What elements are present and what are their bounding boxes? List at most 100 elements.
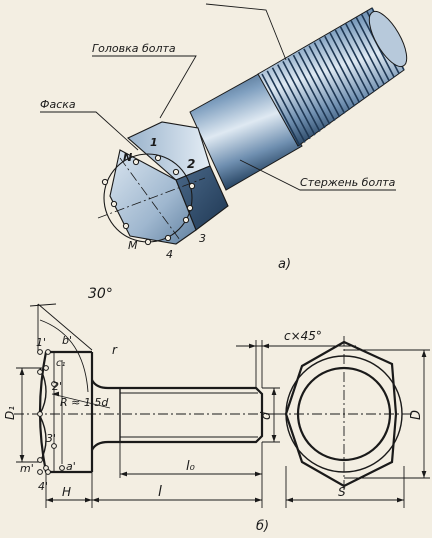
chamfer-point [132,158,140,166]
bolt-front-view [14,303,356,508]
chamfer-point [144,238,152,246]
dimension-arrow [271,388,277,395]
construction-point [37,349,43,355]
radius-leader [51,393,111,409]
caption-b: б) [256,519,269,534]
leader-thread [205,3,287,61]
chamfer-point [101,178,109,186]
label-m: M [128,239,138,252]
dimension-arrow [19,455,25,462]
label-point-3p: 3' [46,432,56,445]
label-point-ap: a' [66,460,76,473]
angle-ray [37,303,93,351]
leader-head [92,55,197,119]
dimension-arrow [19,368,25,375]
axis-line-a [97,177,206,219]
label-c1: c₁ [56,358,66,369]
chamfer-point [182,216,190,224]
label-radius: R ≈ 1,5d [60,396,109,409]
construction-point [45,469,51,475]
shank-outline [91,379,264,451]
axis-line-b [119,157,181,241]
construction-points [37,349,65,475]
construction-point [37,469,43,475]
construction-arc [39,319,89,393]
chamfer-point [172,168,180,176]
label-point-2p: 2' [52,380,62,393]
dimension-arrow [249,343,256,349]
chamfer-point [188,182,196,190]
thread-line [282,61,321,132]
caption-a: а) [278,257,291,272]
dimension-arrow [52,391,59,397]
dimension-arrow [255,497,262,503]
construction-point [51,381,57,387]
leaders-a [40,3,396,191]
chamfer-point [164,234,172,242]
thread-line [318,39,356,107]
construction-point [45,349,51,355]
label-D: D [409,410,424,420]
dimension-arrow [92,497,99,503]
bolt-head-top [127,121,211,181]
construction-point [37,411,43,417]
head-outline [38,350,94,474]
thread-line [355,17,390,82]
bolt-end-view [276,336,430,508]
angle-leader [29,303,57,307]
thread-line [303,48,341,118]
chamfer-points [101,154,196,246]
label-point-4p: 4' [38,480,48,493]
thread-line [261,73,301,147]
thread-line [350,20,385,85]
thread-line [313,42,351,111]
bolt-3d-view [97,7,408,246]
label-chamfer-dim: c×45° [284,329,322,343]
construction-point [43,365,49,371]
leader-shank [239,159,396,191]
dimension-arrow [120,471,127,477]
label-point-1: 1 [150,136,158,149]
thread-lines [261,7,405,147]
thread-line [271,67,311,140]
label-n: N [123,151,132,164]
thread-line [324,35,361,103]
label-angle: 30° [88,286,113,302]
label-point-4: 4 [166,248,173,261]
thread-line [277,64,316,136]
label-S: S [338,485,346,499]
thread-line [297,51,336,122]
label-head: Головка болта [92,42,176,55]
label-point-2: 2 [187,157,195,171]
label-l: l [158,484,162,500]
dimension-arrow [271,435,277,442]
thread-line [345,23,380,89]
construction-point [59,465,65,471]
label-d1: D₁ [3,406,17,420]
label-l0: l₀ [186,459,196,474]
hexagon [284,340,398,488]
label-point-1p: 1' [36,336,46,349]
label-point-bp: b' [62,334,72,347]
thread-line [292,54,331,125]
label-d: d [259,411,274,420]
label-shank: Стержень болта [300,176,396,189]
thread-line [266,70,306,143]
dimension-arrow [46,497,53,503]
label-chamfer: Фаска [40,98,76,111]
thread-line [339,26,375,93]
construction-point [37,457,43,463]
label-H: H [62,485,71,499]
dimension-arrows [19,343,427,503]
label-point-3: 3 [199,232,206,245]
construction-point [51,443,57,449]
dimension-arrow [85,497,92,503]
chamfer-point [110,200,118,208]
bolt-end [368,10,408,68]
thread-line [334,29,371,96]
chamfer-point [122,222,130,230]
leader-chamfer [40,111,139,151]
construction-point [37,369,43,375]
dimension-arrow [262,343,269,349]
